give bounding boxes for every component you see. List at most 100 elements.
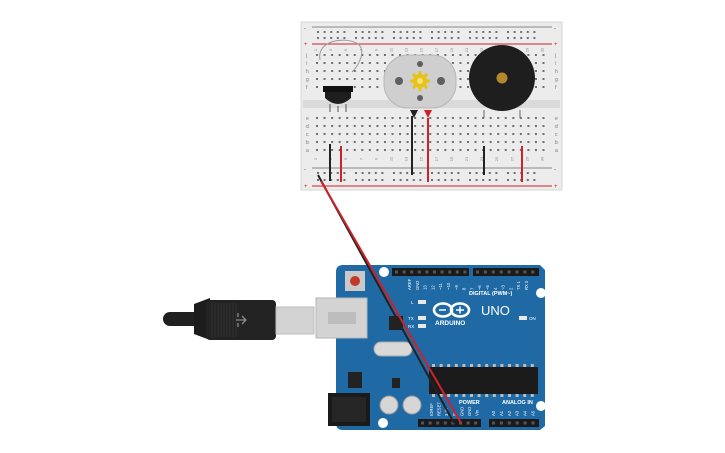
terminal-hole[interactable]: [399, 117, 402, 119]
rail-hole[interactable]: [437, 31, 440, 33]
terminal-hole[interactable]: [346, 133, 349, 135]
terminal-hole[interactable]: [451, 62, 454, 64]
terminal-hole[interactable]: [323, 54, 326, 56]
terminal-hole[interactable]: [346, 141, 349, 143]
terminal-hole[interactable]: [451, 125, 454, 127]
rail-hole[interactable]: [526, 179, 529, 181]
terminal-hole[interactable]: [429, 149, 432, 151]
terminal-hole[interactable]: [316, 149, 318, 151]
rail-hole[interactable]: [437, 172, 440, 174]
terminal-hole[interactable]: [316, 141, 318, 143]
rail-hole[interactable]: [336, 37, 339, 39]
terminal-hole[interactable]: [421, 133, 424, 135]
rail-hole[interactable]: [469, 179, 471, 181]
terminal-hole[interactable]: [534, 78, 537, 80]
terminal-hole[interactable]: [399, 141, 402, 143]
header-pin[interactable]: [476, 270, 479, 274]
rail-hole[interactable]: [393, 31, 395, 33]
rail-hole[interactable]: [412, 31, 415, 33]
terminal-hole[interactable]: [331, 54, 334, 56]
terminal-hole[interactable]: [391, 117, 394, 119]
terminal-hole[interactable]: [361, 133, 364, 135]
rail-hole[interactable]: [393, 172, 395, 174]
terminal-hole[interactable]: [504, 117, 507, 119]
terminal-hole[interactable]: [421, 125, 424, 127]
header-pin[interactable]: [425, 270, 429, 274]
terminal-hole[interactable]: [406, 125, 409, 127]
terminal-hole[interactable]: [316, 54, 318, 56]
rail-hole[interactable]: [533, 37, 536, 39]
terminal-hole[interactable]: [451, 141, 454, 143]
terminal-hole[interactable]: [338, 141, 341, 143]
rail-hole[interactable]: [495, 172, 498, 174]
header-pin[interactable]: [515, 270, 519, 274]
terminal-hole[interactable]: [376, 125, 379, 127]
terminal-hole[interactable]: [467, 133, 469, 135]
terminal-hole[interactable]: [436, 141, 439, 143]
rail-hole[interactable]: [374, 37, 377, 39]
terminal-hole[interactable]: [512, 141, 515, 143]
terminal-hole[interactable]: [353, 78, 356, 80]
terminal-hole[interactable]: [383, 62, 386, 64]
terminal-hole[interactable]: [467, 78, 469, 80]
terminal-hole[interactable]: [391, 54, 394, 56]
rail-hole[interactable]: [406, 172, 409, 174]
terminal-hole[interactable]: [497, 117, 500, 119]
terminal-hole[interactable]: [534, 70, 537, 72]
terminal-hole[interactable]: [519, 141, 522, 143]
terminal-hole[interactable]: [391, 141, 394, 143]
rail-hole[interactable]: [406, 31, 409, 33]
terminal-hole[interactable]: [361, 117, 364, 119]
terminal-hole[interactable]: [376, 54, 379, 56]
rail-hole[interactable]: [437, 179, 440, 181]
rail-hole[interactable]: [374, 172, 377, 174]
terminal-hole[interactable]: [482, 117, 485, 119]
rail-hole[interactable]: [330, 37, 333, 39]
terminal-hole[interactable]: [383, 125, 386, 127]
terminal-hole[interactable]: [512, 149, 515, 151]
terminal-hole[interactable]: [406, 117, 409, 119]
rail-hole[interactable]: [513, 31, 516, 33]
terminal-hole[interactable]: [368, 70, 371, 72]
terminal-hole[interactable]: [467, 149, 469, 151]
terminal-hole[interactable]: [421, 117, 424, 119]
rail-hole[interactable]: [317, 179, 319, 181]
terminal-hole[interactable]: [444, 149, 447, 151]
rail-hole[interactable]: [361, 37, 364, 39]
terminal-hole[interactable]: [474, 149, 477, 151]
rail-hole[interactable]: [488, 172, 491, 174]
terminal-hole[interactable]: [391, 125, 394, 127]
terminal-hole[interactable]: [316, 86, 318, 88]
terminal-hole[interactable]: [353, 149, 356, 151]
rail-hole[interactable]: [330, 172, 333, 174]
terminal-hole[interactable]: [399, 149, 402, 151]
header-pin[interactable]: [402, 270, 406, 274]
terminal-hole[interactable]: [444, 125, 447, 127]
rail-hole[interactable]: [507, 37, 509, 39]
terminal-hole[interactable]: [482, 141, 485, 143]
terminal-hole[interactable]: [368, 141, 371, 143]
terminal-hole[interactable]: [436, 133, 439, 135]
terminal-hole[interactable]: [534, 54, 537, 56]
rail-hole[interactable]: [317, 37, 319, 39]
terminal-hole[interactable]: [512, 117, 515, 119]
terminal-hole[interactable]: [489, 125, 492, 127]
terminal-hole[interactable]: [368, 86, 371, 88]
rail-hole[interactable]: [323, 172, 326, 174]
rail-hole[interactable]: [399, 172, 402, 174]
digital-header-left[interactable]: [392, 268, 469, 276]
terminal-hole[interactable]: [331, 125, 334, 127]
analog-header[interactable]: [489, 419, 539, 427]
terminal-hole[interactable]: [368, 117, 371, 119]
terminal-hole[interactable]: [436, 54, 439, 56]
terminal-hole[interactable]: [353, 117, 356, 119]
header-pin[interactable]: [433, 270, 436, 274]
terminal-hole[interactable]: [361, 70, 364, 72]
rail-hole[interactable]: [412, 37, 415, 39]
terminal-hole[interactable]: [542, 141, 545, 143]
terminal-hole[interactable]: [519, 149, 522, 151]
rail-hole[interactable]: [450, 37, 453, 39]
rail-hole[interactable]: [374, 179, 377, 181]
header-pin[interactable]: [474, 421, 478, 425]
terminal-hole[interactable]: [391, 133, 394, 135]
